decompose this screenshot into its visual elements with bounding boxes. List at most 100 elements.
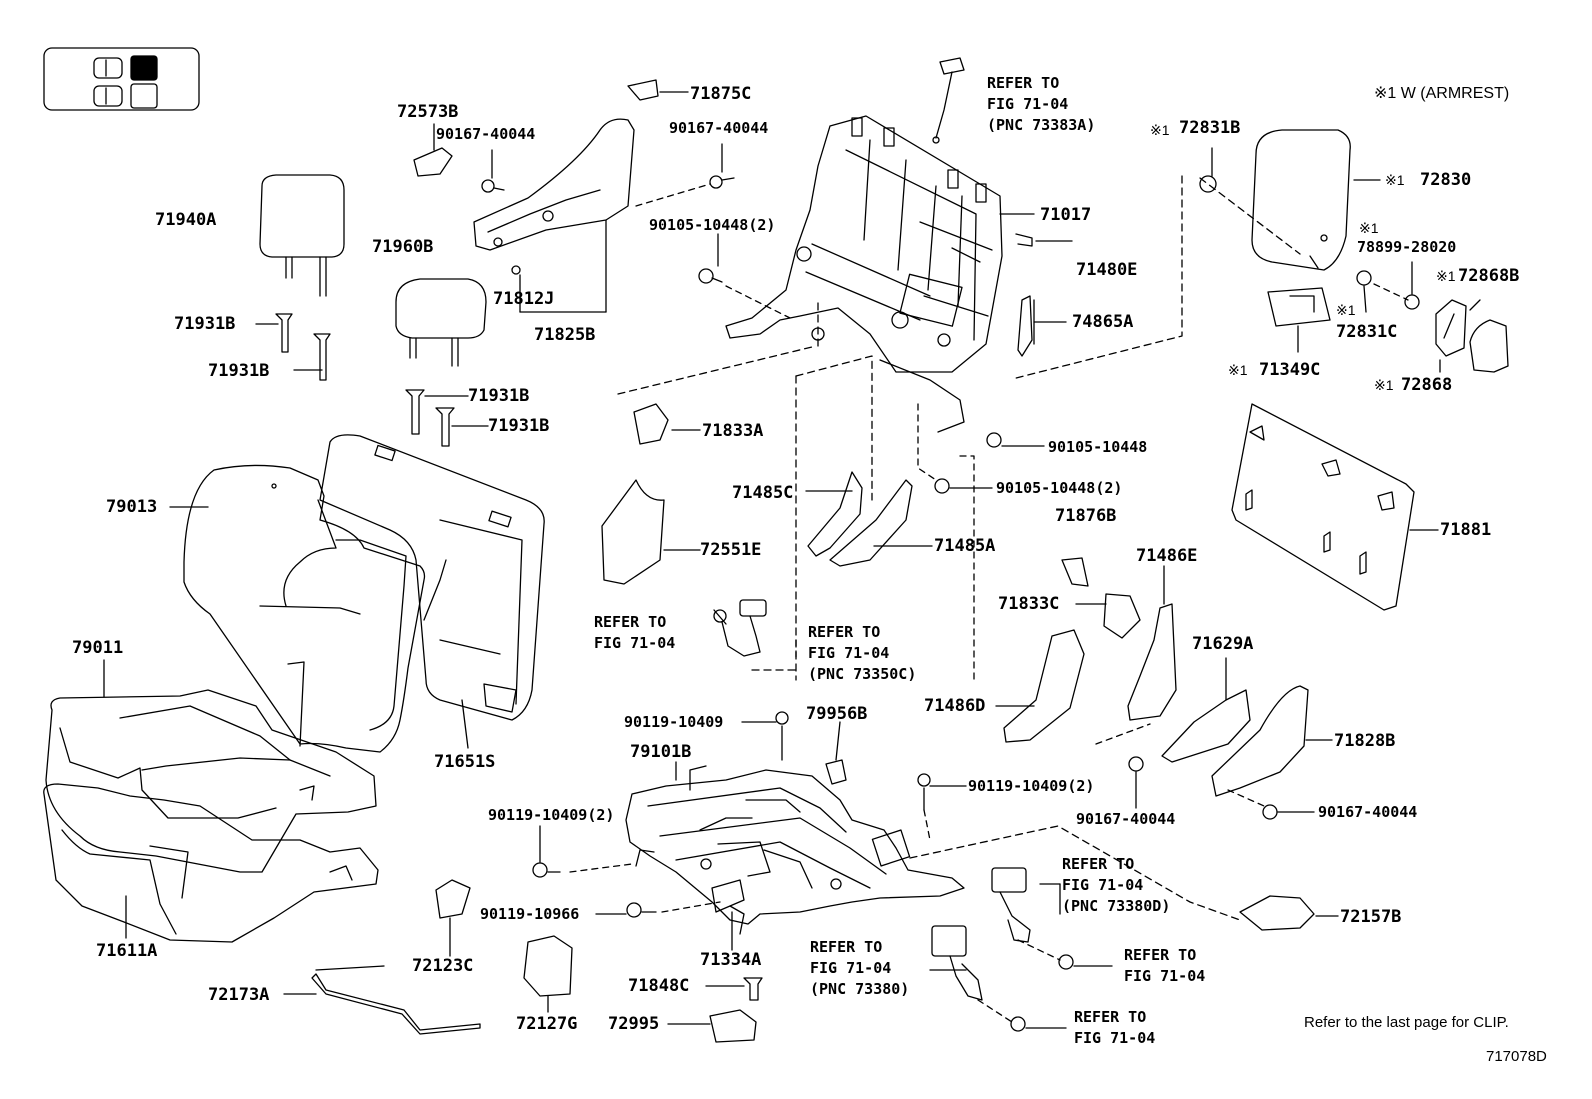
part-label: 71828B [1334,731,1396,751]
part-label: 79011 [72,638,124,658]
part-label: 72868B [1458,266,1520,286]
clip-71833c-shape [1103,593,1141,639]
refer-note: REFER TO FIG 71-04 (PNC 73383A) [987,74,1096,134]
cover-71485c-shape [807,471,863,557]
seatbelt-73380-shape [929,925,1067,1032]
part-label: 90167-40044 [1076,810,1176,828]
part-label: 72831B [1179,118,1241,138]
armrest-parts-shape [1015,129,1509,379]
bolt-b [635,143,735,207]
headrest-71940a-shape [259,174,345,297]
part-label: 71931B [174,314,236,334]
release-cable-shape [932,57,965,144]
part-label: 71349C [1259,360,1321,380]
variant-marker: ※1 [1436,268,1456,284]
cover-72157b-shape [1239,895,1315,931]
cover-71875c-shape [627,79,659,101]
headrest-supports [255,313,489,447]
part-label: 90119-10409(2) [488,806,615,824]
bolt-c [698,233,791,319]
part-label: 71812J [493,289,555,309]
refer-note: REFER TO FIG 71-04 [594,613,676,652]
part-label: 72995 [608,1014,660,1034]
refer-note: REFER TO FIG 71-04 [1074,1008,1156,1047]
figure-code: 717078D [1486,1048,1547,1065]
part-label: 90167-40044 [669,119,769,137]
part-label: 71833C [998,594,1060,614]
refer-note: REFER TO FIG 71-04 (PNC 73380D) [1062,855,1171,915]
part-label: 79956B [806,704,868,724]
part-label: 90167-40044 [1318,803,1418,821]
part-label: 71485C [732,483,794,503]
part-label: 90105-10448(2) [996,479,1123,497]
part-label: 71334A [700,950,762,970]
headrest-71960b-shape [395,278,487,367]
seat-cushion-79011-shape [43,689,379,943]
screw-71848c-shape [743,977,763,1001]
seatbelt-73380d-shape [991,867,1113,970]
footer-note: Refer to the last page for CLIP. [1304,1014,1509,1031]
clip-71833a-shape [633,403,669,445]
seatback-cover-79013-shape [183,464,426,753]
seatbelt-buckle-73350c-shape [713,599,767,657]
part-label: 71629A [1192,634,1254,654]
part-label: 71931B [468,386,530,406]
variant-marker: ※1 [1385,172,1405,188]
part-label: 72830 [1420,170,1472,190]
part-label: 90167-40044 [436,125,536,143]
refer-note: REFER TO FIG 71-04 (PNC 73350C) [808,623,917,683]
bracket-74865a-shape [1017,295,1033,357]
part-label: 71931B [488,416,550,436]
part-label: 78899-28020 [1357,238,1457,256]
part-label: 71960B [372,237,434,257]
part-label: 90119-10409(2) [968,777,1095,795]
cover-72995-shape [709,1009,757,1043]
refer-note: REFER TO FIG 71-04 (PNC 73380) [810,938,910,998]
part-label: 71848C [628,976,690,996]
seat-frame-79101b-shape [625,765,965,935]
part-label: 71017 [1040,205,1092,225]
part-label: 72123C [412,956,474,976]
cover-71485a-shape [829,479,913,567]
part-label: 71833A [702,421,764,441]
refer-note: REFER TO FIG 71-04 [1124,946,1206,985]
armrest-hinge-71825b-shape [473,118,635,313]
bracket-71334a-shape [711,879,745,913]
cover-71876b-shape [1061,557,1089,587]
cover-72123c-shape [435,879,471,919]
part-label: 71940A [155,210,217,230]
legend-note: ※1 W (ARMREST) [1374,85,1510,102]
variant-marker: ※1 [1336,302,1356,318]
part-label: 71881 [1440,520,1492,540]
part-label: 72868 [1401,375,1453,395]
part-label: 72551E [700,540,762,560]
part-label: 71876B [1055,506,1117,526]
part-label: 74865A [1072,312,1134,332]
variant-marker: ※1 [1359,220,1379,236]
part-label: 71875C [690,84,752,104]
cover-72551e-shape [601,479,665,585]
part-label: 71480E [1076,260,1138,280]
cover-72573b-shape [413,147,453,177]
part-label: 72173A [208,985,270,1005]
cover-71486e-shape [1127,603,1177,721]
part-label: 90105-10448 [1048,438,1148,456]
seatback-71651s-shape [319,434,545,749]
variant-marker: ※1 [1228,362,1248,378]
part-label: 71611A [96,941,158,961]
part-label: 71825B [534,325,596,345]
part-label: 71486D [924,696,986,716]
part-label: 71651S [434,752,496,772]
variant-marker: ※1 [1150,122,1170,138]
cover-71486d-shape [1003,629,1085,743]
bolt-a [481,149,505,193]
part-label: 72573B [397,102,459,122]
cover-72127g-shape [523,935,573,997]
part-label: 90105-10448(2) [649,216,776,234]
part-label: 79101B [630,742,692,762]
seatback-frame-71017-shape [725,115,1003,433]
clip-71480e-shape [1015,233,1033,247]
part-label: 71931B [208,361,270,381]
cover-71629a-shape [1161,689,1251,763]
